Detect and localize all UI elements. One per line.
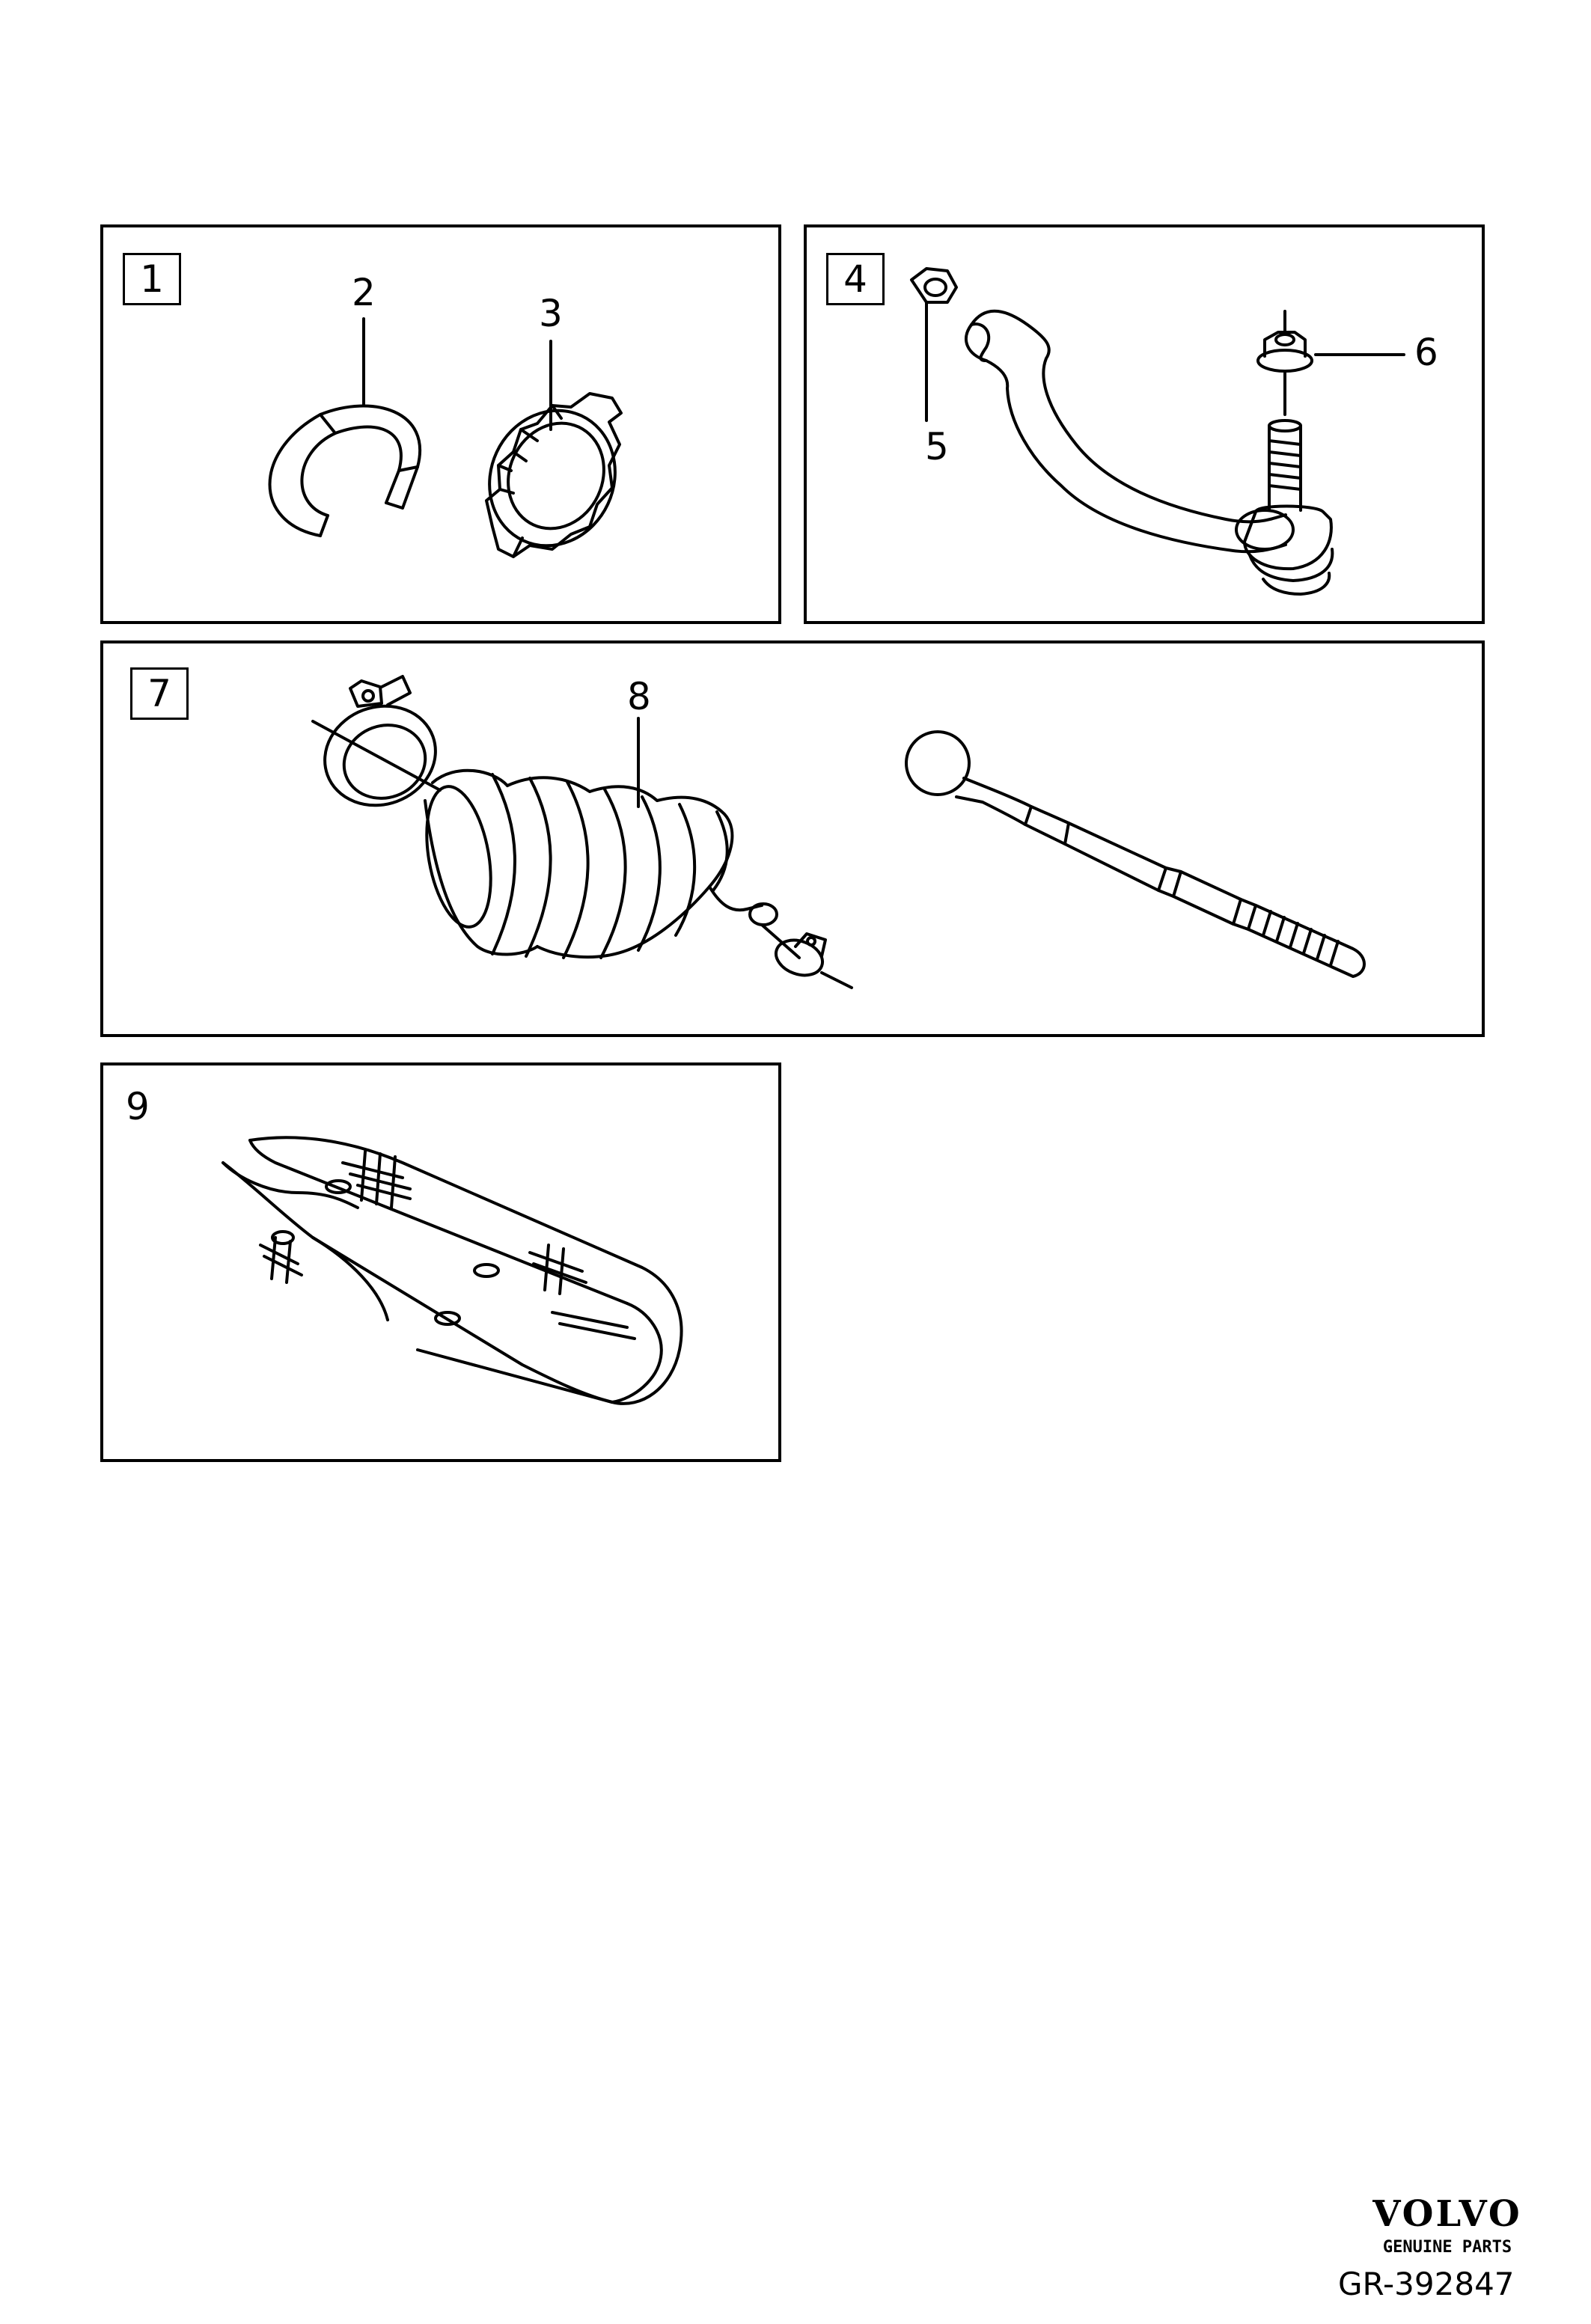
- bellows-boot-icon: [424, 768, 801, 959]
- tie-rod-end-icon: [964, 309, 1334, 596]
- callout-6: 6: [1414, 331, 1438, 374]
- group-number-9: 9: [126, 1085, 150, 1128]
- callout-3: 3: [539, 292, 563, 335]
- group-number-7: 7: [130, 667, 189, 720]
- callout-5: 5: [925, 425, 949, 468]
- brand-logo: VOLVO: [1372, 2193, 1522, 2235]
- group-number-1: 1: [123, 253, 181, 305]
- grease-sleeve-icon: [222, 1136, 683, 1405]
- callout-2: 2: [352, 271, 376, 314]
- small-clamp-icon: [775, 932, 853, 989]
- large-clamp-icon: [311, 675, 442, 807]
- brand-block: VOLVO GENUINE PARTS: [1361, 2196, 1534, 2257]
- flange-nut-icon: [1256, 310, 1313, 416]
- panel-group-4: 4 5 6: [804, 224, 1485, 624]
- panel-group-7: 7 8: [100, 640, 1485, 1037]
- panel-7-drawing: [311, 675, 1366, 989]
- panel-4-drawing: [910, 267, 1405, 596]
- callout-8: 8: [627, 675, 651, 718]
- panel-9-drawing: [222, 1136, 683, 1405]
- split-ring-icon: [268, 404, 422, 537]
- panel-group-1: 1 2 3: [100, 224, 781, 624]
- brand-subtitle: GENUINE PARTS: [1382, 2238, 1512, 2257]
- diagram-id: GR-392847: [1338, 2266, 1515, 2302]
- inner-tie-rod-icon: [905, 730, 1366, 978]
- adjusting-nut-icon: [485, 392, 623, 558]
- lock-nut-icon: [910, 267, 958, 304]
- group-number-4: 4: [826, 253, 885, 305]
- panel-1-drawing: [268, 317, 623, 558]
- panel-group-9: 9: [100, 1062, 781, 1462]
